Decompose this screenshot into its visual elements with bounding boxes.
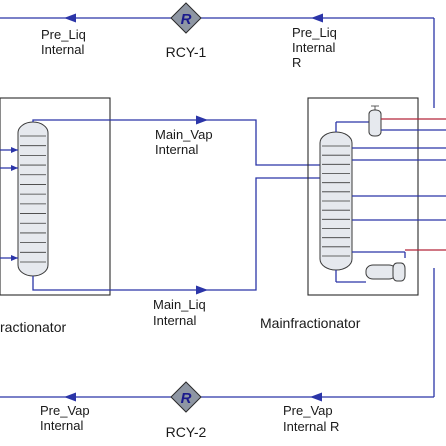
- pre-fractionator-unit[interactable]: [0, 97, 111, 296]
- arrow-right-icon: [196, 285, 208, 295]
- label-main-liq-l2: Internal: [153, 313, 196, 328]
- label-pre-vap-internal-r-l2: Internal R: [283, 419, 339, 434]
- label-pre-liq-internal-r-l1: Pre_Liq: [292, 25, 337, 40]
- main-fractionator-label: Mainfractionator: [260, 315, 361, 331]
- arrow-left-icon: [311, 13, 323, 23]
- label-pre-liq-internal-r-l3: R: [292, 55, 301, 70]
- pre-fractionator-label: ractionator: [0, 319, 66, 335]
- top-recycle-loop: [0, 13, 435, 108]
- label-main-vap-l1: Main_Vap: [155, 127, 213, 142]
- recycle-label-rcy1: RCY-1: [166, 44, 207, 60]
- label-pre-liq-internal-l1: Pre_Liq: [41, 27, 86, 42]
- label-pre-vap-internal-l1: Pre_Vap: [40, 403, 90, 418]
- main-fractionator-unit[interactable]: [307, 97, 446, 296]
- stream-main-vap-line[interactable]: [32, 119, 330, 166]
- label-pre-liq-internal-r-l2: Internal: [292, 40, 335, 55]
- arrow-right-icon: [11, 165, 18, 171]
- pre-fractionator-frame: [0, 97, 111, 296]
- pre-fractionator-column-icon: [17, 121, 49, 277]
- recycle-diamond-icon: [170, 381, 202, 413]
- label-pre-vap-internal-r-l1: Pre_Vap: [283, 403, 333, 418]
- main-fractionator-column-icon: [319, 131, 353, 271]
- recycle-letter: R: [181, 11, 192, 28]
- bottom-recycle-loop[interactable]: [0, 268, 435, 402]
- stream-main-liq-line[interactable]: [32, 177, 330, 291]
- arrow-left-icon: [64, 392, 76, 402]
- condenser-drum-icon: [335, 105, 382, 137]
- recycle-label-rcy2: RCY-2: [166, 424, 207, 440]
- label-pre-vap-internal-l2: Internal: [40, 418, 83, 433]
- stream-main-liq[interactable]: [32, 177, 330, 295]
- reboiler-icon: [335, 251, 406, 283]
- recycle-letter: R: [181, 390, 192, 407]
- arrow-left-icon: [310, 392, 322, 402]
- recycle-diamond-icon: [170, 2, 202, 34]
- recycle-rcy2[interactable]: R: [170, 381, 202, 413]
- label-pre-liq-internal-l2: Internal: [41, 42, 84, 57]
- arrow-right-icon: [11, 147, 18, 153]
- arrow-left-icon: [64, 13, 76, 23]
- arrow-right-icon: [11, 255, 18, 261]
- label-main-liq-l1: Main_Liq: [153, 297, 206, 312]
- stream-main-vap[interactable]: [32, 115, 330, 166]
- arrow-right-icon: [196, 115, 208, 125]
- recycle-rcy1[interactable]: R: [170, 2, 202, 34]
- label-main-vap-l2: Internal: [155, 142, 198, 157]
